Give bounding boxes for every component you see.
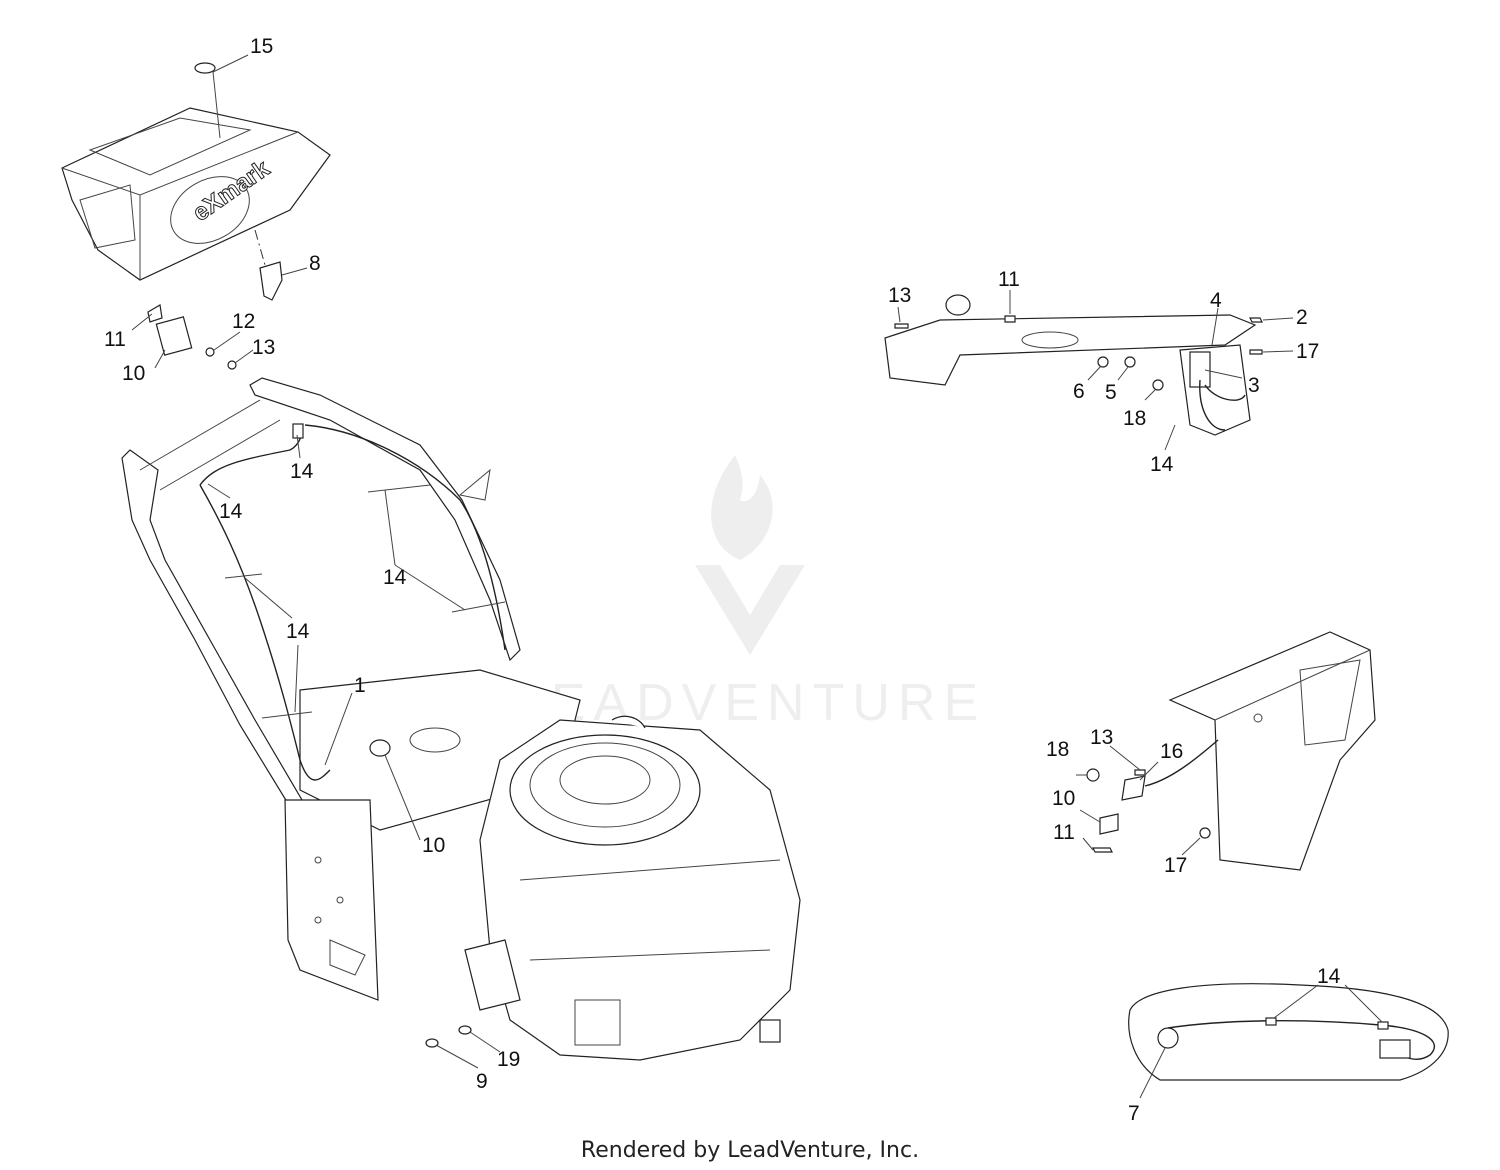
pump-bracket-assembly bbox=[884, 294, 1263, 436]
leader-lines bbox=[131, 54, 1383, 1099]
callout-18: 18 bbox=[1046, 738, 1069, 761]
callout-13: 13 bbox=[888, 284, 911, 307]
callout-14: 14 bbox=[290, 460, 314, 483]
callout-1: 1 bbox=[354, 674, 366, 697]
callout-18: 18 bbox=[1123, 407, 1146, 430]
callout-5: 5 bbox=[1105, 381, 1117, 404]
callout-14: 14 bbox=[1317, 965, 1341, 988]
callout-13: 13 bbox=[252, 336, 275, 359]
callout-14: 14 bbox=[286, 620, 310, 643]
callout-14: 14 bbox=[383, 566, 407, 589]
callout-14: 14 bbox=[219, 500, 243, 523]
callout-17: 17 bbox=[1296, 340, 1319, 363]
callout-19: 19 bbox=[497, 1048, 520, 1071]
deck-cover-assembly bbox=[1086, 631, 1376, 871]
callout-3: 3 bbox=[1248, 374, 1260, 397]
callout-2: 2 bbox=[1296, 306, 1308, 329]
callout-11: 11 bbox=[1053, 821, 1075, 844]
deck-harness-detail bbox=[1128, 983, 1449, 1081]
callout-12: 12 bbox=[232, 310, 255, 333]
wire-harness bbox=[199, 423, 506, 781]
callout-6: 6 bbox=[1073, 380, 1085, 403]
callout-13: 13 bbox=[1090, 726, 1113, 749]
callout-10: 10 bbox=[122, 362, 145, 385]
control-console: eXmark bbox=[61, 62, 331, 281]
callout-10: 10 bbox=[1052, 787, 1075, 810]
callout-11: 11 bbox=[104, 328, 126, 351]
callout-8: 8 bbox=[309, 252, 321, 275]
callout-15: 15 bbox=[250, 35, 273, 58]
callout-11: 11 bbox=[998, 268, 1020, 291]
engine bbox=[464, 715, 801, 1061]
callout-16: 16 bbox=[1160, 740, 1183, 763]
footer-credit: Rendered by LeadVenture, Inc. bbox=[580, 1138, 920, 1163]
callout-17: 17 bbox=[1164, 854, 1187, 877]
interlock-switch-upper bbox=[147, 304, 237, 370]
callout-10: 10 bbox=[422, 834, 445, 857]
callout-labels: 15 8 11 12 10 13 14 14 14 14 1 10 9 19 1… bbox=[104, 35, 1341, 1125]
callout-9: 9 bbox=[476, 1070, 488, 1093]
v-logo-icon bbox=[695, 565, 805, 655]
callout-14: 14 bbox=[1150, 453, 1174, 476]
callout-4: 4 bbox=[1210, 289, 1222, 312]
callout-7: 7 bbox=[1128, 1102, 1140, 1125]
engine-fasteners bbox=[425, 1025, 472, 1048]
flame-icon bbox=[711, 455, 773, 560]
leadventure-watermark: LEADVENTURE bbox=[514, 455, 978, 732]
handle-frame bbox=[121, 377, 581, 1001]
key-switch bbox=[254, 229, 283, 301]
